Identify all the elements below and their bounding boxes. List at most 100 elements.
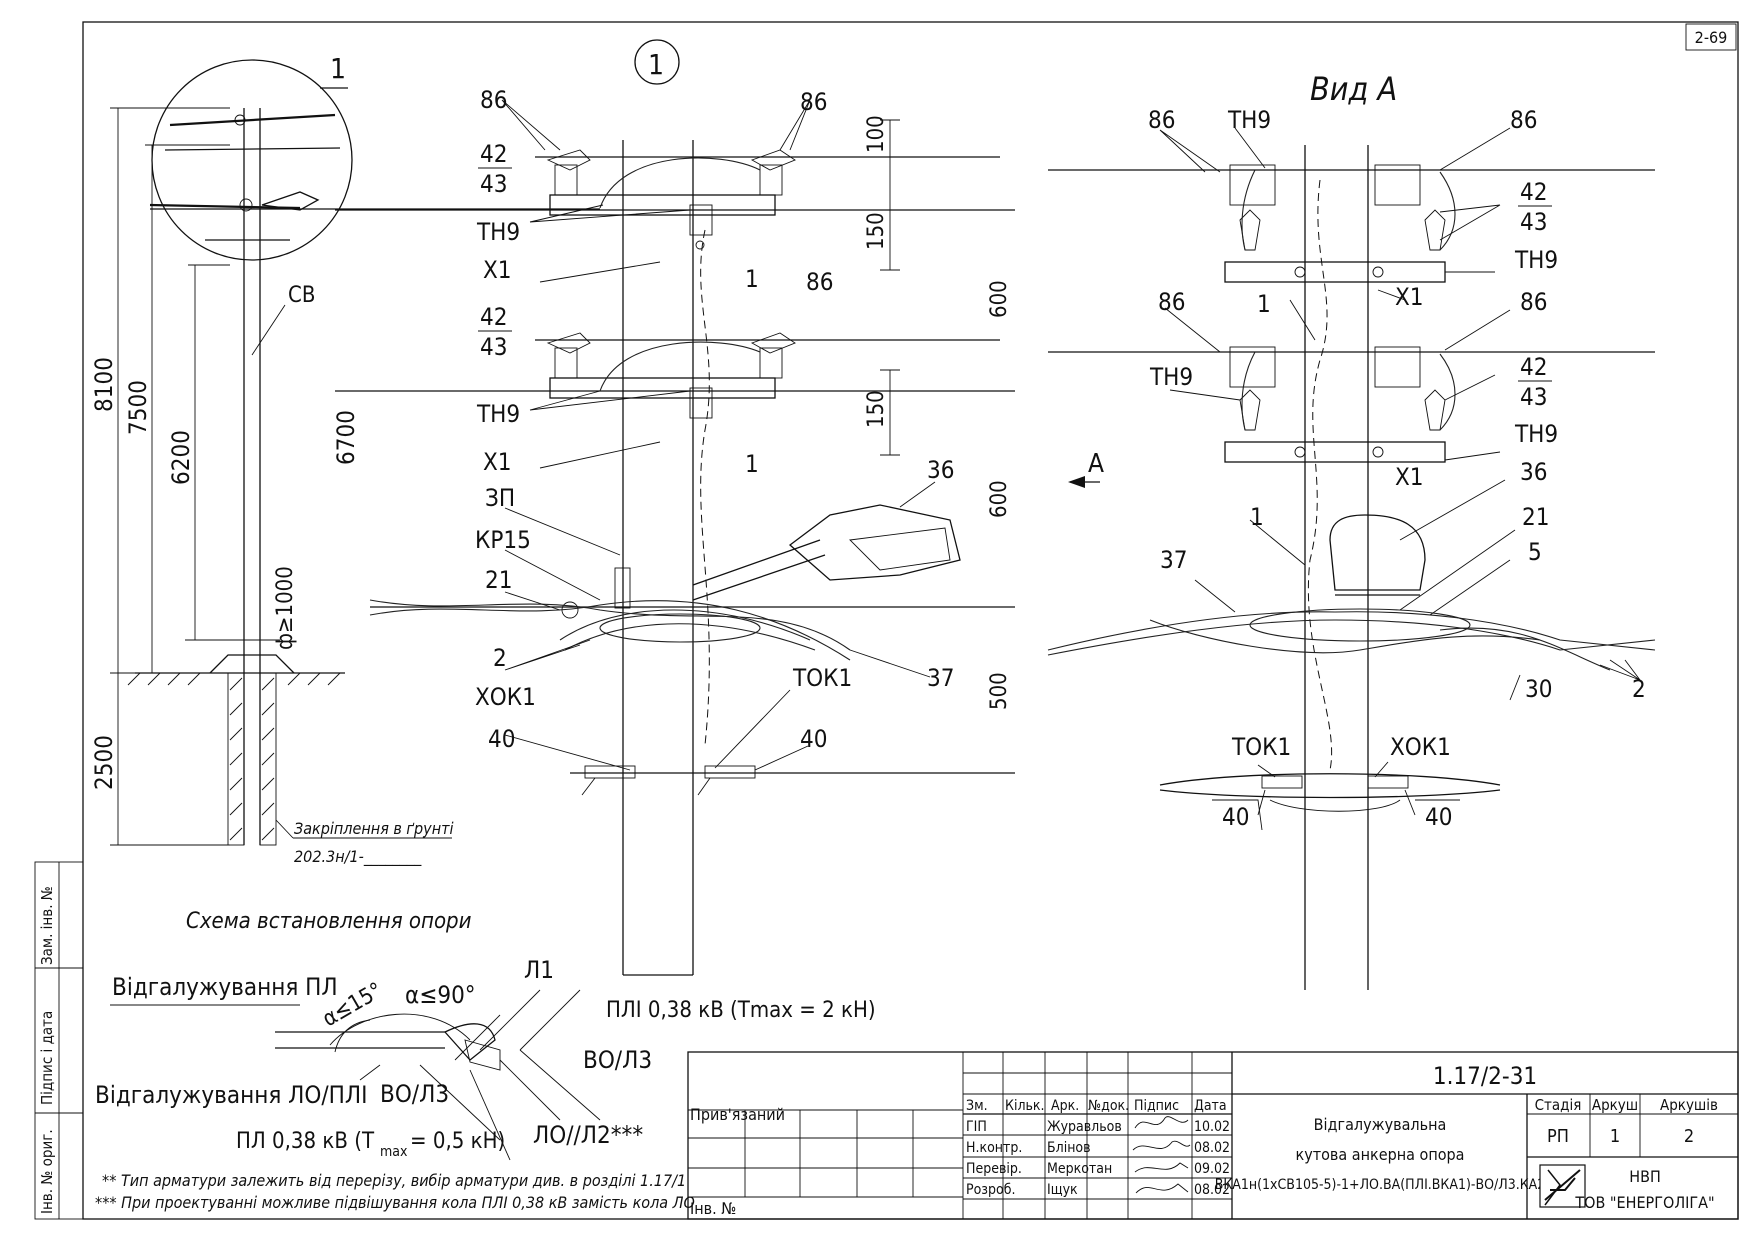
tb-desc1: Відгалужувальна [1314,1115,1447,1134]
tb-r2-date: 09.02 [1194,1161,1230,1177]
a-2: 2 [1632,675,1646,703]
view-arrow-label: А [1088,449,1104,479]
installation-scheme: 1 СВ 8100 7500 6200 [90,52,600,934]
company-logo-icon [1539,1164,1586,1208]
mid-2: 2 [493,644,507,672]
tb-pryviazanyi: Прив'язаний [690,1105,785,1124]
mid-1a: 1 [745,265,759,293]
plan-diagram: Відгалужування ПЛ Відгалужування ЛО/ПЛІ … [95,956,876,1212]
a-40a: 40 [1222,803,1249,831]
a-th9c: ТН9 [1514,420,1558,448]
sheet-frame [82,21,1739,1220]
tb-h-ark: Арк. [1051,1098,1079,1114]
mid-tok1: ТОК1 [792,664,852,692]
a-86a: 86 [1148,106,1175,134]
tb-r3-date: 08.02 [1194,1182,1230,1198]
tb-h-dok: №док. [1088,1098,1129,1114]
title-block: Прив'язаний Інв. № Зм. Кільк. Арк. №док.… [687,1051,1739,1220]
mid-40b: 40 [800,725,827,753]
mid-d150b: 150 [864,390,889,428]
marker-cv: СВ [288,283,315,308]
a-42a: 42 [1520,178,1547,206]
a-th9top: ТН9 [1227,106,1271,134]
plan-branch-lo: Відгалужування ЛО/ПЛІ [95,1081,368,1109]
tb-org2: ТОВ "ЕНЕРГОЛІГА" [1574,1193,1714,1212]
signatures [1132,1116,1191,1194]
mid-42a: 42 [480,140,507,168]
a-36: 36 [1520,458,1547,486]
a-xok1: ХОК1 [1390,733,1451,761]
mid-86a: 86 [480,86,507,114]
sheet-code: 2-69 [1695,28,1728,47]
detail-callout: 1 [330,52,346,85]
tb-r0-role: ГІП [966,1119,987,1135]
sheet-code-box [1685,23,1737,51]
dim-diam: ф≥1000 [273,566,298,650]
plan-angle90: α≤90° [405,981,476,1009]
mid-th9a: ТН9 [476,218,520,246]
a-1b: 1 [1250,503,1264,531]
side-stamp: Зам. інв. № Підпис і дата Інв. № ориг. [34,861,84,1220]
note-1: ** Тип арматури залежить від перерізу, в… [102,1171,686,1190]
anchoring-ref: 202.3н/1-________ [294,847,422,867]
a-x1b: Х1 [1395,463,1424,491]
a-40b: 40 [1425,803,1452,831]
tb-r2-role: Перевір. [966,1161,1022,1177]
a-30: 30 [1525,675,1552,703]
dim-8100: 8100 [90,357,118,412]
tb-r3-name: Іщук [1047,1182,1078,1198]
tb-sheets: 2 [1684,1126,1694,1147]
plan-lo-l2: ЛО//Л2*** [533,1121,643,1149]
mid-d100: 100 [864,115,889,153]
plan-pl038-end: = 0,5 кН) [410,1129,505,1154]
mid-40a: 40 [488,725,515,753]
a-1a: 1 [1257,290,1271,318]
tb-sheets-h: Аркушів [1660,1096,1718,1114]
mid-43b: 43 [480,333,507,361]
dim-6200: 6200 [167,430,195,485]
a-th9b: ТН9 [1149,363,1193,391]
a-x1a: Х1 [1395,283,1424,311]
mid-kp15: КР15 [475,526,531,554]
dim-7500: 7500 [124,380,152,435]
mid-d500: 500 [987,672,1012,710]
mid-d600a: 600 [987,280,1012,318]
mid-x1b: Х1 [483,448,512,476]
mid-37: 37 [927,664,954,692]
tb-sheet: 1 [1610,1126,1620,1147]
view-a: Вид А А [1047,70,1656,990]
mid-d6700: 6700 [332,410,360,465]
anchoring-text: Закріплення в ґрунті [294,819,453,838]
a-43b: 43 [1520,383,1547,411]
tb-r1-role: Н.контр. [966,1140,1022,1156]
detail-circle [151,59,353,261]
mid-xok1: ХОК1 [475,683,536,711]
tb-sheet-h: Аркуш [1592,1096,1638,1114]
plan-l1: Л1 [524,956,554,984]
plan-pl038-sub: max [380,1144,408,1160]
a-37: 37 [1160,546,1187,574]
mid-21: 21 [485,566,512,594]
tb-org1: НВП [1629,1167,1661,1186]
side-view: 1 [332,39,1015,976]
tb-stage: РП [1547,1126,1569,1147]
plan-pl038: ПЛ 0,38 кВ (Т [236,1129,375,1154]
a-21: 21 [1522,503,1549,531]
tb-h-zm: Зм. [966,1098,988,1114]
view-a-title: Вид А [1310,70,1397,108]
plan-vol3a: ВО/Л3 [583,1046,652,1074]
dim-2500: 2500 [90,735,118,790]
scheme-title: Схема встановлення опори [186,909,472,934]
tb-desc2: кутова анкерна опора [1296,1145,1465,1164]
tb-doc-code: 1.17/2-31 [1433,1062,1537,1090]
tb-desc3: ВКА1н(1хСВ105-5)-1+ЛО.ВА(ПЛІ.ВКА1)-ВО/Л3… [1215,1177,1546,1193]
tb-stage-h: Стадія [1535,1096,1582,1114]
mid-86b: 86 [800,88,827,116]
mid-86c: 86 [806,268,833,296]
note-2: *** При проектуванні можливе підвішуванн… [95,1193,695,1212]
tb-inv-no: Інв. № [690,1199,736,1218]
tb-r0-date: 10.02 [1194,1119,1230,1135]
mid-d600b: 600 [987,480,1012,518]
tb-r1-name: Блінов [1047,1140,1091,1156]
